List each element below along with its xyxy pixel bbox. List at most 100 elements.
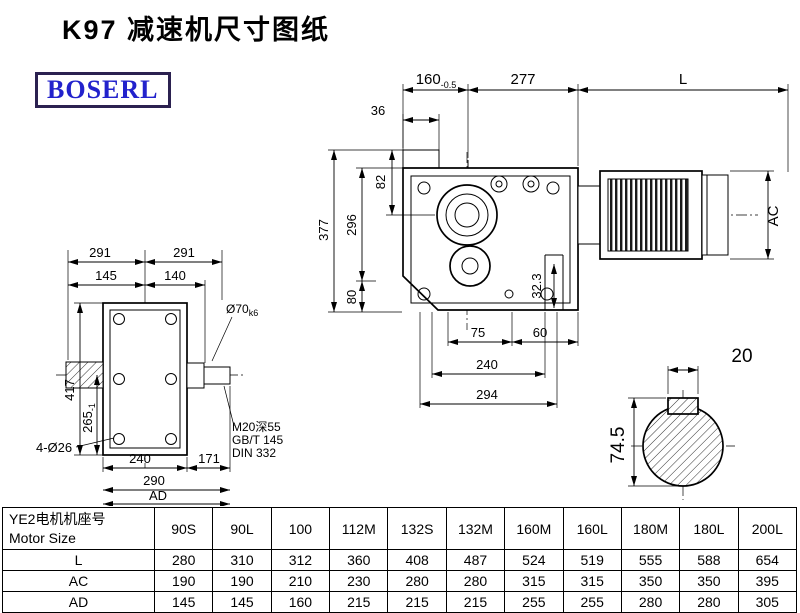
table-cell: 215 (387, 591, 447, 613)
column-header: 180M (620, 507, 681, 550)
table-cell: 588 (679, 549, 739, 571)
table-cell: 315 (562, 570, 622, 592)
dim-AD: AD (149, 488, 167, 503)
table-cell: 395 (737, 570, 798, 592)
dim-145: 145 (95, 268, 117, 283)
table-cell: 280 (153, 549, 214, 571)
face-bolt (417, 181, 431, 195)
table-cell: 215 (445, 591, 506, 613)
dim-74-5: 74.5 (608, 427, 629, 464)
column-header: 132M (445, 507, 506, 550)
dim-291-left: 291 (89, 245, 111, 260)
gearbox-flange-body (102, 302, 188, 456)
dim-82: 82 (373, 175, 388, 189)
row-label: AC (2, 570, 155, 592)
table-cell: 305 (737, 591, 798, 613)
motor-adapter-flange (577, 185, 601, 245)
table-cell: 350 (679, 570, 739, 592)
dim-240-front: 240 (129, 451, 151, 466)
table-cell: 160 (270, 591, 331, 613)
dim-294: 294 (476, 387, 498, 402)
table-cell: 408 (387, 549, 447, 571)
bolt-hole (165, 433, 177, 445)
bolt-hole (113, 313, 125, 325)
output-bore-mid (445, 193, 489, 237)
dim-75: 75 (471, 325, 485, 340)
column-header: 180L (679, 507, 739, 550)
motor-cooling-fins (607, 178, 689, 252)
dim-417: 417 (62, 379, 77, 401)
table-cell: 190 (212, 570, 272, 592)
dim-L: L (679, 71, 687, 88)
boserl-logo-text: BOSERL (47, 75, 159, 104)
table-cell: 280 (620, 591, 681, 613)
lower-bore-outer (449, 245, 491, 287)
output-bore-inner (454, 202, 480, 228)
housing-top-step (402, 149, 440, 169)
table-cell: 315 (504, 570, 564, 592)
top-plug (490, 175, 508, 193)
table-row-AC: AC 190 190 210 230 280 280 315 315 350 3… (2, 570, 798, 592)
dim-80: 80 (344, 290, 359, 304)
dim-277: 277 (510, 71, 535, 88)
top-plug (522, 175, 540, 193)
dim-240-main: 240 (476, 357, 498, 372)
row-label: L (2, 549, 155, 571)
dim-shaft-diameter: Ø70k6 (226, 302, 258, 318)
dim-291-right: 291 (173, 245, 195, 260)
note-m20: M20深55 (232, 420, 281, 434)
dim-296: 296 (344, 214, 359, 236)
face-bolt (417, 287, 431, 301)
dim-4-holes: 4-Ø26 (36, 440, 72, 455)
column-header: 132S (387, 507, 447, 550)
dim-290: 290 (143, 473, 165, 488)
face-bolt (546, 181, 560, 195)
table-row-AD: AD 145 145 160 215 215 215 255 255 280 2… (2, 591, 798, 613)
bolt-hole (113, 373, 125, 385)
table-cell: 654 (737, 549, 798, 571)
table-cell: 145 (212, 591, 272, 613)
motor-size-header-en: Motor Size (9, 529, 76, 546)
table-cell: 360 (329, 549, 389, 571)
gearbox-housing (402, 167, 579, 311)
boserl-logo: BOSERL (35, 72, 171, 108)
table-cell: 190 (153, 570, 214, 592)
column-header: 112M (329, 507, 389, 550)
table-cell: 255 (504, 591, 564, 613)
note-din: DIN 332 (232, 446, 276, 460)
dim-377: 377 (316, 219, 331, 241)
table-cell: 555 (620, 549, 681, 571)
front-view-dimensions: 291 291 145 140 417 265-1 4-Ø26 Ø70k6 M2… (36, 245, 283, 506)
dim-32-3: 32.3 (529, 273, 544, 298)
dim-60: 60 (533, 325, 547, 340)
table-cell: 280 (387, 570, 447, 592)
column-header: 100 (270, 507, 331, 550)
dim-160: 160-0.5 (416, 71, 457, 90)
table-cell: 255 (562, 591, 622, 613)
lower-bore-inner (461, 257, 479, 275)
table-header-row: YE2电机机座号 Motor Size 90S 90L 100 112M 132… (2, 507, 798, 550)
dim-AC: AC (765, 205, 782, 226)
dim-140: 140 (164, 268, 186, 283)
table-cell: 312 (270, 549, 331, 571)
table-cell: 280 (445, 570, 506, 592)
table-row-L: L 280 310 312 360 408 487 524 519 555 58… (2, 549, 798, 571)
motor-size-header: YE2电机机座号 Motor Size (2, 507, 155, 550)
table-cell: 350 (620, 570, 681, 592)
housing-face-outline (410, 175, 571, 304)
main-view (402, 149, 758, 330)
page-title: K97 减速机尺寸图纸 (62, 15, 331, 45)
output-shaft-step (186, 362, 205, 389)
face-bolt-small (504, 289, 514, 299)
front-view (56, 292, 243, 468)
flange-inner-outline (109, 309, 181, 449)
shaft-cross-section: 20 74.5 (608, 346, 753, 500)
table-cell: 310 (212, 549, 272, 571)
output-shaft-end (203, 366, 231, 385)
motor-size-table: YE2电机机座号 Motor Size 90S 90L 100 112M 132… (2, 507, 798, 613)
table-cell: 487 (445, 549, 506, 571)
shaft-section-circle (642, 405, 724, 487)
dim-36: 36 (371, 103, 385, 118)
bolt-hole (165, 373, 177, 385)
column-header: 200L (737, 507, 798, 550)
